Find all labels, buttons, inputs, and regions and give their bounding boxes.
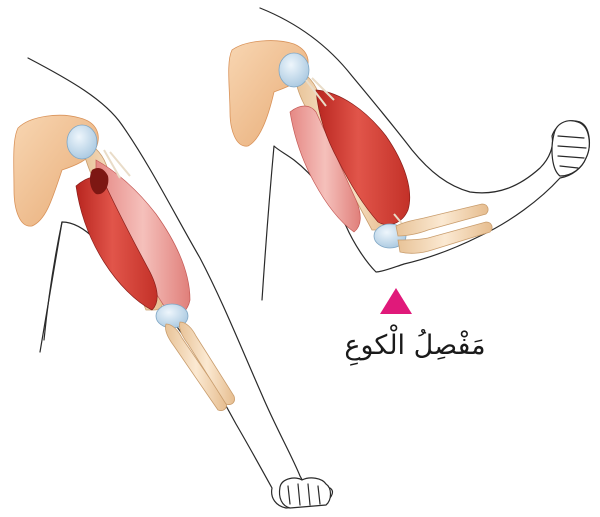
flexed-shoulder-joint <box>279 53 309 87</box>
flexed-arm-icon <box>229 8 590 300</box>
extended-fist <box>279 478 330 508</box>
extended-shoulder-joint <box>67 125 97 159</box>
elbow-joint-label: مَفْصِلُ الْكوعِ <box>300 330 530 361</box>
flexed-fist <box>552 121 589 176</box>
triangle-marker-icon <box>380 288 412 314</box>
